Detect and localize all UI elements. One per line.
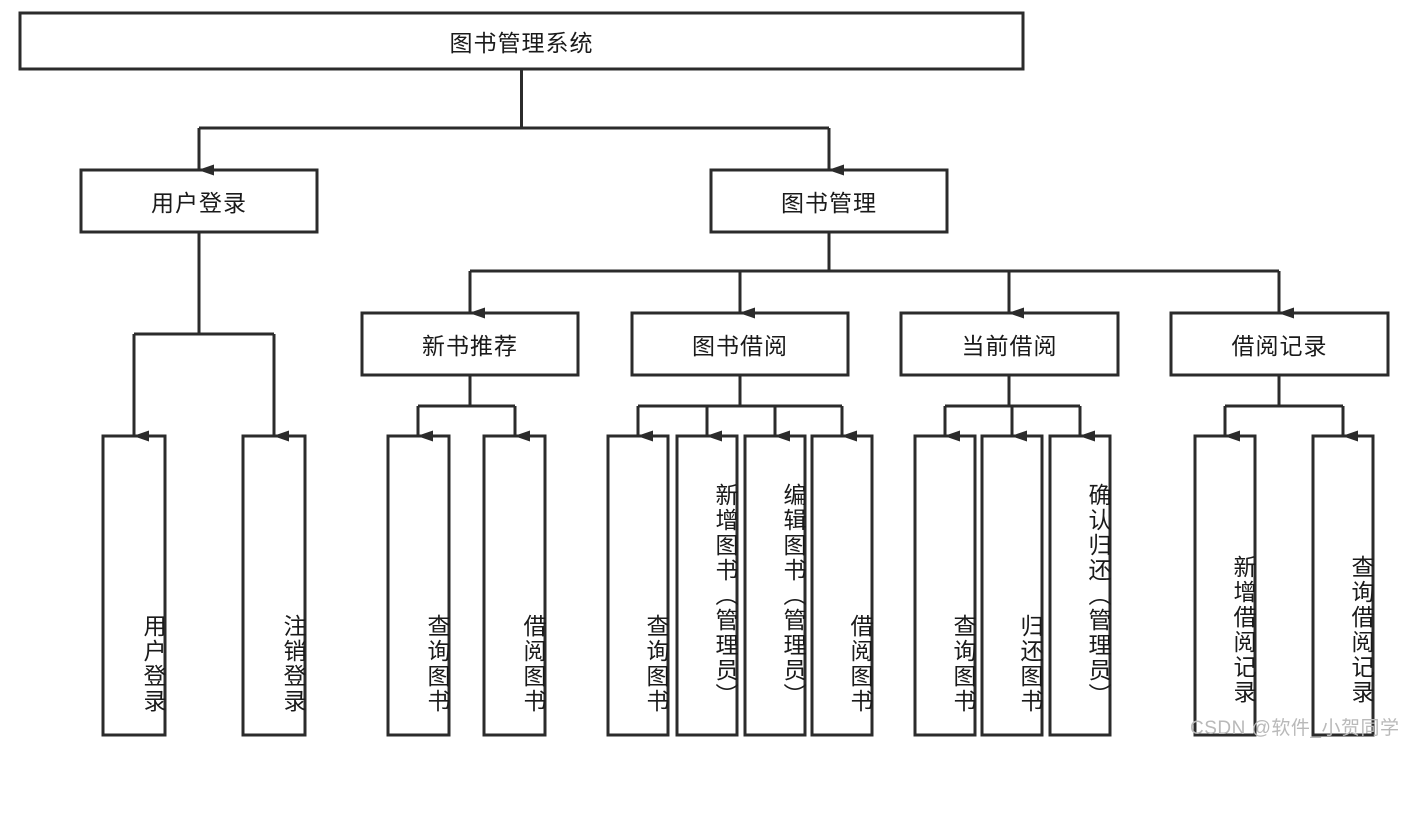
node-box-new-book-recommend[interactable] [360, 311, 580, 377]
node-box-leaf-confirm-return-admin[interactable] [1048, 434, 1112, 737]
node-box-leaf-edit-book-admin[interactable] [743, 434, 807, 737]
node-box-book-management[interactable] [709, 168, 949, 234]
node-box-borrow-records[interactable] [1169, 311, 1390, 377]
node-box-book-borrow[interactable] [630, 311, 850, 377]
node-box-user-login[interactable] [79, 168, 319, 234]
node-box-current-borrow[interactable] [899, 311, 1120, 377]
node-box-root[interactable] [18, 11, 1025, 71]
diagram-lines-layer [18, 11, 1390, 737]
node-box-leaf-query-book-current[interactable] [913, 434, 977, 737]
node-box-leaf-add-borrow-record[interactable] [1193, 434, 1257, 737]
diagram-canvas: 图书管理系统 用户登录 图书管理 新书推荐 图书借阅 当前借阅 借阅记录 用户登… [18, 11, 1399, 739]
node-box-leaf-return-book[interactable] [980, 434, 1044, 737]
node-box-leaf-query-borrow-record[interactable] [1311, 434, 1375, 737]
node-box-leaf-borrow-book[interactable] [810, 434, 874, 737]
node-box-leaf-add-book-admin[interactable] [675, 434, 739, 737]
node-box-leaf-query-book-borrow[interactable] [606, 434, 670, 737]
node-box-leaf-logout[interactable] [241, 434, 307, 737]
node-box-leaf-borrow-book-rec[interactable] [482, 434, 547, 737]
node-box-leaf-query-book-rec[interactable] [386, 434, 451, 737]
node-box-leaf-user-login[interactable] [101, 434, 167, 737]
